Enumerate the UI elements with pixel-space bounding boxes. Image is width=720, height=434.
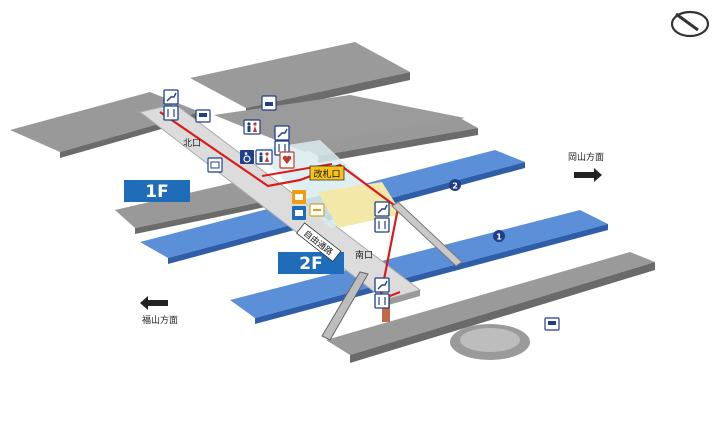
floor-1f-label: 1F bbox=[145, 182, 168, 202]
ticket-machine-icon bbox=[292, 206, 306, 220]
ticket-machine-icon bbox=[292, 190, 306, 204]
stairs bbox=[321, 201, 463, 341]
south-exit-label: 南口 bbox=[355, 249, 373, 261]
track-1 bbox=[230, 210, 608, 318]
ground-block-nw bbox=[10, 92, 200, 152]
facility-icons bbox=[163, 89, 560, 331]
ic-card-icon bbox=[207, 157, 223, 173]
platform-1-marker: 1 bbox=[493, 230, 505, 242]
ground-block-east bbox=[300, 118, 478, 156]
escalator-icon bbox=[163, 89, 179, 105]
pillar bbox=[382, 296, 390, 322]
aed-icon bbox=[279, 151, 295, 169]
elevator-icon bbox=[374, 293, 390, 309]
restroom-icon bbox=[243, 119, 261, 135]
restroom-icon bbox=[255, 149, 273, 165]
stairs-north bbox=[391, 201, 463, 267]
elevator-icon bbox=[374, 217, 390, 233]
direction-fukuyama: 福山方面 bbox=[140, 296, 178, 326]
svg-text:福山方面: 福山方面 bbox=[142, 314, 178, 326]
bus-roundabout bbox=[450, 324, 530, 360]
floor-2f-label: 2F bbox=[299, 254, 322, 274]
platform-2-marker: 2 bbox=[449, 179, 461, 191]
svg-text:改札口: 改札口 bbox=[313, 168, 340, 180]
svg-text:1: 1 bbox=[496, 233, 502, 242]
ex-icon bbox=[309, 203, 325, 217]
direction-okayama: 岡山方面 bbox=[568, 151, 604, 182]
ticket-gate-label: 改札口 bbox=[309, 165, 345, 181]
escalator-icon bbox=[374, 201, 390, 217]
wheelchair-icon bbox=[240, 150, 254, 164]
floor-badge-1f: 1F bbox=[124, 180, 190, 202]
ground-block-north bbox=[190, 42, 410, 108]
arrow-right-icon bbox=[574, 168, 602, 182]
escalator-icon bbox=[374, 277, 390, 293]
elevator-icon bbox=[163, 105, 179, 121]
bus-icon bbox=[195, 109, 211, 123]
taxi-icon bbox=[261, 95, 277, 111]
ground-block-south bbox=[326, 252, 655, 355]
stairs-south bbox=[321, 271, 369, 341]
svg-text:2: 2 bbox=[452, 182, 458, 191]
compass-icon bbox=[670, 10, 710, 38]
escalator-icon bbox=[274, 125, 290, 141]
arrow-left-icon bbox=[140, 296, 168, 310]
svg-text:岡山方面: 岡山方面 bbox=[568, 151, 604, 163]
north-exit-label: 北口 bbox=[183, 138, 201, 149]
bus-icon bbox=[544, 317, 560, 331]
